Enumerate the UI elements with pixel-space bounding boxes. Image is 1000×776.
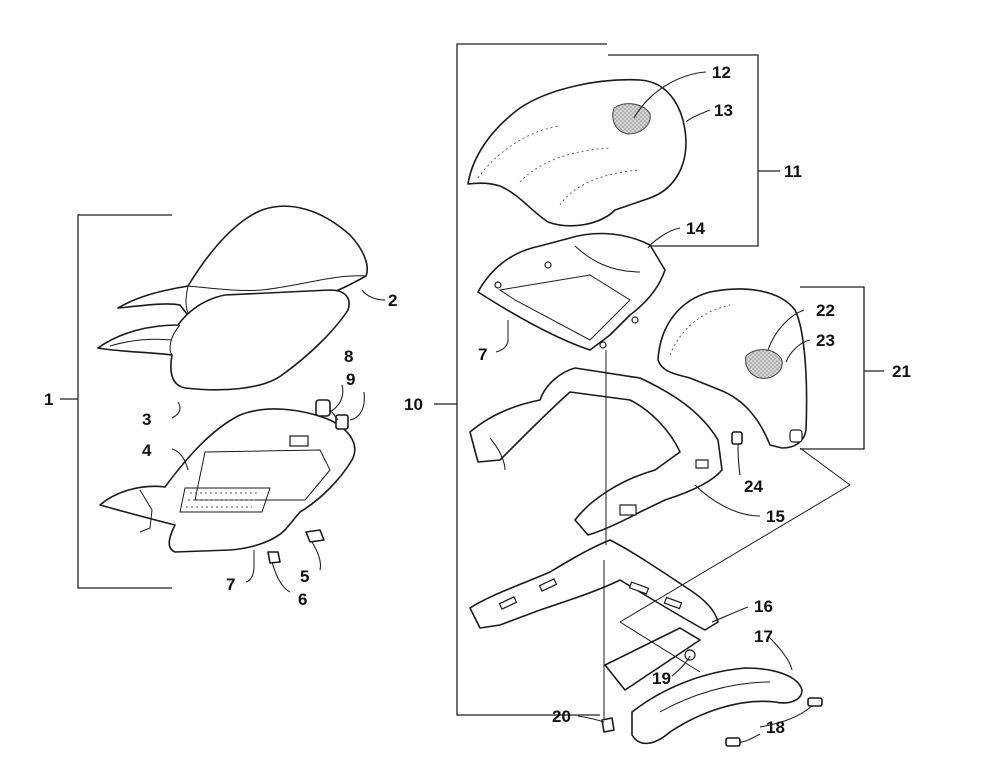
mount-bracket-part-16 bbox=[469, 539, 719, 631]
callout-11: 11 bbox=[784, 162, 802, 181]
seat-pan-part-14 bbox=[477, 232, 666, 351]
callout-8: 8 bbox=[344, 347, 353, 366]
callout-3: 3 bbox=[142, 410, 151, 429]
callout-5: 5 bbox=[300, 567, 309, 586]
callout-19: 19 bbox=[652, 669, 671, 688]
frame-part-15 bbox=[469, 367, 723, 536]
bracket-assembly-1 bbox=[60, 214, 172, 589]
nut-part-6 bbox=[267, 551, 281, 564]
bracket-assembly-21 bbox=[800, 286, 884, 450]
backrest-part-21 bbox=[657, 288, 808, 449]
callout-7-right: 7 bbox=[478, 345, 487, 364]
assembly-guide-lines bbox=[603, 350, 851, 720]
callout-9: 9 bbox=[346, 370, 355, 389]
callout-14: 14 bbox=[686, 219, 705, 238]
callout-7-left: 7 bbox=[226, 575, 235, 594]
callout-4: 4 bbox=[142, 441, 152, 460]
callout-23: 23 bbox=[816, 331, 835, 350]
callout-labels: 1 2 3 4 5 6 7 7 8 9 10 11 12 13 14 15 16… bbox=[44, 63, 911, 737]
callout-21: 21 bbox=[892, 362, 911, 381]
grab-handle-part-17 bbox=[631, 667, 803, 745]
callout-20: 20 bbox=[552, 707, 571, 726]
bracket-assembly-11 bbox=[608, 54, 780, 247]
seat-base-part-4 bbox=[99, 408, 356, 553]
callout-6: 6 bbox=[298, 590, 307, 609]
latch-part-8-9 bbox=[315, 399, 349, 430]
callout-18: 18 bbox=[766, 718, 785, 737]
seat-foam-part-3 bbox=[97, 289, 350, 391]
passenger-seat-cover-part-13 bbox=[467, 78, 687, 227]
callout-16: 16 bbox=[754, 597, 773, 616]
bolt-parts-18 bbox=[725, 697, 823, 747]
leader-lines-right bbox=[495, 71, 813, 743]
callout-22: 22 bbox=[816, 301, 835, 320]
callout-10: 10 bbox=[404, 395, 423, 414]
callout-24: 24 bbox=[744, 477, 763, 496]
callout-2: 2 bbox=[388, 291, 397, 310]
callout-1: 1 bbox=[44, 390, 53, 409]
bolt-part-24 bbox=[731, 431, 743, 445]
grab-bar-bracket-part-19 bbox=[604, 627, 701, 691]
nut-part-20 bbox=[601, 717, 615, 733]
callout-13: 13 bbox=[714, 101, 733, 120]
callout-12: 12 bbox=[712, 63, 731, 82]
callout-15: 15 bbox=[766, 507, 785, 526]
callout-17: 17 bbox=[754, 627, 773, 646]
leader-lines-left bbox=[171, 289, 386, 593]
bracket-assembly-10 bbox=[434, 43, 607, 716]
rubber-bumper-part-5 bbox=[305, 529, 325, 543]
